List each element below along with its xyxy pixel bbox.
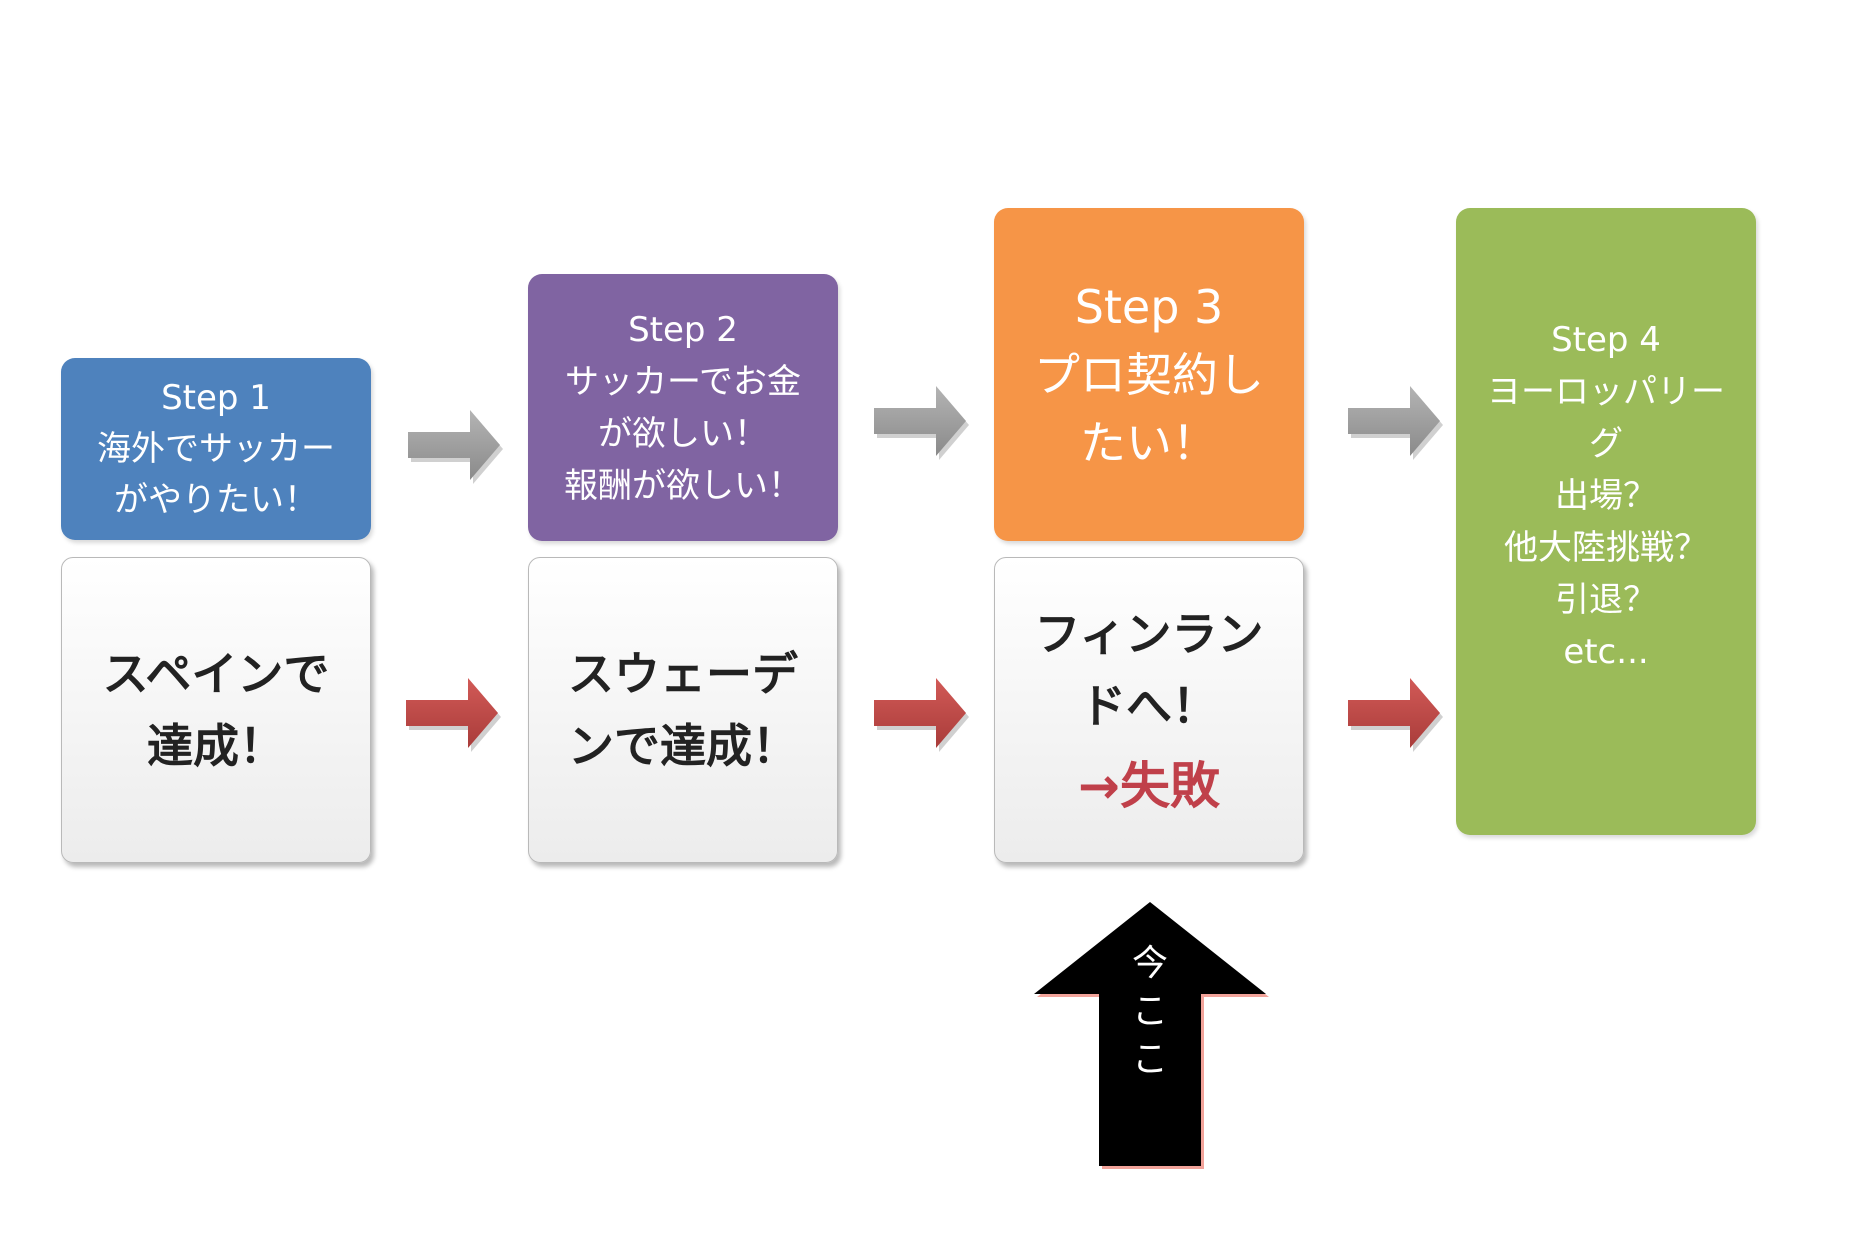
result-1-text-line: スペインで xyxy=(102,647,330,701)
step-4-box: Step 4 ヨーロッパリー グ 出場？ 他大陸挑戦？ 引退？ etc... xyxy=(1456,208,1756,835)
result-1-text-line: 達成！ xyxy=(147,719,285,773)
step-3-title: Step 3 xyxy=(1074,279,1224,334)
result-3-text-line: フィンラン xyxy=(1034,607,1264,661)
step-4-text-line: グ xyxy=(1589,424,1623,464)
step-4-text-line: 出場？ xyxy=(1555,476,1657,516)
step-2-text-line: が欲しい！ xyxy=(598,413,768,454)
current-position-char: 今 xyxy=(1131,943,1168,984)
step-arrow-2-3 xyxy=(874,386,969,460)
result-1-box: スペインで 達成！ xyxy=(61,557,371,863)
current-position-char: こ xyxy=(1131,1039,1168,1080)
result-3-fail-text: →失敗 xyxy=(1078,757,1220,815)
step-4-text-line: ヨーロッパリー xyxy=(1487,372,1725,412)
step-1-box: Step 1 海外でサッカー がやりたい！ xyxy=(61,358,371,540)
result-arrow-3-4 xyxy=(1348,678,1443,752)
current-position-char: こ xyxy=(1131,991,1168,1032)
current-position-arrow xyxy=(1034,902,1269,1169)
step-1-title: Step 1 xyxy=(161,377,271,418)
step-3-box: Step 3 プロ契約し たい！ xyxy=(994,208,1304,541)
step-arrow-1-2 xyxy=(408,410,503,484)
result-arrow-2-3 xyxy=(874,678,969,752)
step-3-text-line: たい！ xyxy=(1080,415,1218,470)
result-2-text-line: スウェーデ xyxy=(568,647,798,701)
step-3-text-line: プロ契約し xyxy=(1034,347,1264,402)
step-arrow-3-4 xyxy=(1348,386,1443,460)
result-2-box: スウェーデ ンで達成！ xyxy=(528,557,838,863)
step-4-text-line: 引退？ xyxy=(1555,580,1657,620)
step-2-text-line: 報酬が欲しい！ xyxy=(564,465,802,506)
current-position-label: 今 こ こ xyxy=(1130,940,1170,1084)
step-2-box: Step 2 サッカーでお金 が欲しい！ 報酬が欲しい！ xyxy=(528,274,838,541)
step-4-text-line: etc... xyxy=(1563,632,1649,672)
result-2-text-line: ンで達成！ xyxy=(568,719,798,773)
step-2-title: Step 2 xyxy=(628,309,738,350)
step-4-text-line: 他大陸挑戦？ xyxy=(1504,528,1708,568)
step-2-text-line: サッカーでお金 xyxy=(565,361,801,402)
step-4-title: Step 4 xyxy=(1551,320,1661,360)
result-arrow-1-2 xyxy=(406,678,501,752)
result-3-box: フィンラン ドへ！ →失敗 xyxy=(994,557,1304,863)
result-3-text-line: ドへ！ xyxy=(1080,679,1218,733)
step-1-text-line: 海外でサッカー xyxy=(97,428,335,469)
step-1-text-line: がやりたい！ xyxy=(114,479,318,520)
